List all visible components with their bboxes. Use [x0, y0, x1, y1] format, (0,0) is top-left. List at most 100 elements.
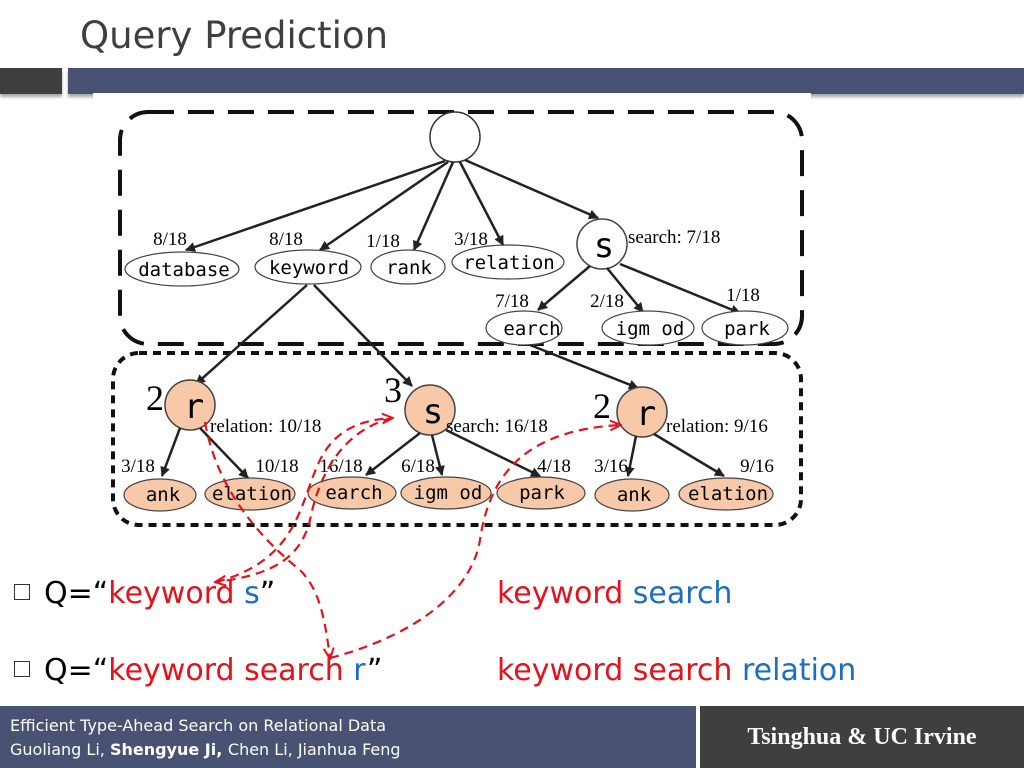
edge-g3-ank [624, 435, 638, 477]
node-g2-igmod [400, 476, 492, 510]
footer-divider [696, 706, 700, 768]
query2-prediction-new: relation [741, 653, 857, 688]
prob-s-earch: 7/18 [495, 291, 529, 312]
author-name: Jianhua Feng [297, 740, 401, 759]
query-line-2: Q=“keyword search r” [14, 653, 382, 688]
author-sep: , [287, 740, 298, 759]
query-prediction-tree-diagram: database 8/18 keyword 8/18 rank 1/18 rel… [111, 110, 804, 700]
footer-citation: Efficient Type-Ahead Search on Relationa… [0, 706, 696, 768]
node-s-park [701, 310, 789, 346]
node-g2-park-label: park [519, 482, 565, 504]
node-g1-ank [123, 478, 197, 512]
query2-partial: r [353, 653, 367, 688]
edge-s-igmod [606, 267, 644, 313]
prob-g1-elation: 10/18 [255, 456, 298, 477]
red-arrow-group2-to-query1 [216, 416, 393, 582]
group3-r-node [616, 386, 668, 438]
bullet-box-icon [14, 584, 30, 600]
node-s-igmod-label: igm od [616, 318, 685, 340]
author-sep: , [99, 740, 110, 759]
prob-g3-ank: 3/16 [594, 456, 628, 477]
group2-s-letter: s [423, 392, 443, 432]
node-s-igmod [601, 310, 695, 346]
node-g1-ank-label: ank [146, 484, 181, 506]
edge-keyword-r [195, 284, 308, 385]
node-s-annotation: search: 7/18 [628, 227, 720, 248]
query1-prediction-done: keyword [497, 576, 633, 611]
query1-suffix: ” [259, 576, 276, 611]
edge-root-relation [458, 161, 505, 246]
prob-g2-earch: 16/18 [319, 456, 362, 477]
edge-s-park [619, 262, 741, 315]
node-keyword-label: keyword [269, 257, 349, 279]
node-g2-earch [307, 476, 397, 510]
group3-count: 2 [593, 386, 611, 426]
group2-s-node [404, 384, 456, 436]
edge-g1-elation [199, 427, 249, 479]
prob-s-park: 1/18 [726, 285, 760, 306]
query-line-1: Q=“keyword s” [14, 576, 275, 611]
footer-authors: Guoliang Li, Shengyue Ji, Chen Li, Jianh… [10, 738, 686, 762]
prob-g2-park: 4/18 [537, 456, 571, 477]
node-s-earch [485, 310, 563, 346]
node-database-label: database [138, 259, 230, 281]
query2-prediction-done: keyword search [497, 653, 742, 688]
group1-r-letter: r [184, 387, 204, 427]
footer-paper-title: Efficient Type-Ahead Search on Relationa… [10, 716, 387, 735]
node-g2-park [496, 476, 586, 510]
node-g2-igmod-label: igm od [414, 482, 483, 504]
group2-count: 3 [384, 370, 402, 410]
query1-prediction-new: search [632, 576, 733, 611]
prob-g2-igmod: 6/18 [401, 456, 435, 477]
footer-affiliation: Tsinghua & UC Irvine [700, 706, 1024, 768]
edge-root-s [464, 158, 599, 220]
node-s-park-label: park [724, 318, 770, 340]
edge-g2-park [445, 428, 541, 478]
author-name: Guoliang Li [10, 740, 100, 759]
prob-database: 8/18 [153, 229, 187, 250]
edge-g2-earch [365, 432, 421, 476]
edge-g3-elation [653, 432, 725, 478]
query1-partial: s [244, 576, 260, 611]
node-rank-label: rank [386, 257, 432, 279]
prob-g3-elation: 9/16 [740, 456, 774, 477]
prob-relation: 3/18 [454, 229, 488, 250]
cache-region-box [111, 351, 803, 527]
group3-annotation: relation: 9/16 [666, 416, 768, 437]
group3-r-letter: r [636, 394, 656, 434]
edge-earch-r [529, 343, 639, 390]
title-bar-accent [0, 68, 62, 94]
prob-g1-ank: 3/18 [121, 456, 155, 477]
query2-prediction: keyword search relation [497, 653, 856, 688]
prob-s-igmod: 2/18 [590, 291, 624, 312]
node-s [576, 218, 628, 270]
node-g3-elation-label: elation [688, 483, 768, 505]
node-rank [370, 249, 446, 285]
node-g3-ank [594, 478, 670, 512]
node-g2-earch-label: earch [325, 482, 382, 504]
edge-root-database [185, 159, 446, 252]
node-keyword [254, 249, 362, 285]
author-name: Chen Li [227, 740, 288, 759]
query1-typed: keyword [108, 576, 245, 611]
red-arrow-group1-to-query2 [203, 421, 330, 658]
slide-title: Query Prediction [80, 14, 389, 57]
node-g3-ank-label: ank [617, 484, 652, 506]
query1-prediction: keyword search [497, 576, 732, 611]
edge-root-rank [412, 161, 455, 251]
query2-suffix: ” [366, 653, 383, 688]
node-s-letter: s [594, 226, 614, 266]
edge-s-earch [537, 265, 591, 311]
group1-r-node [164, 379, 216, 431]
title-bar [68, 68, 1024, 94]
node-g1-elation-label: elation [212, 483, 292, 505]
group1-count: 2 [146, 378, 164, 418]
node-s-earch-label: earch [503, 318, 560, 340]
query2-typed: keyword search [108, 653, 354, 688]
group2-annotation: search: 16/18 [446, 416, 548, 437]
query2-prefix: Q=“ [44, 653, 109, 688]
prob-keyword: 8/18 [269, 229, 303, 250]
node-g3-elation [678, 477, 774, 511]
edge-g1-ank [160, 427, 182, 477]
node-relation [451, 244, 565, 280]
